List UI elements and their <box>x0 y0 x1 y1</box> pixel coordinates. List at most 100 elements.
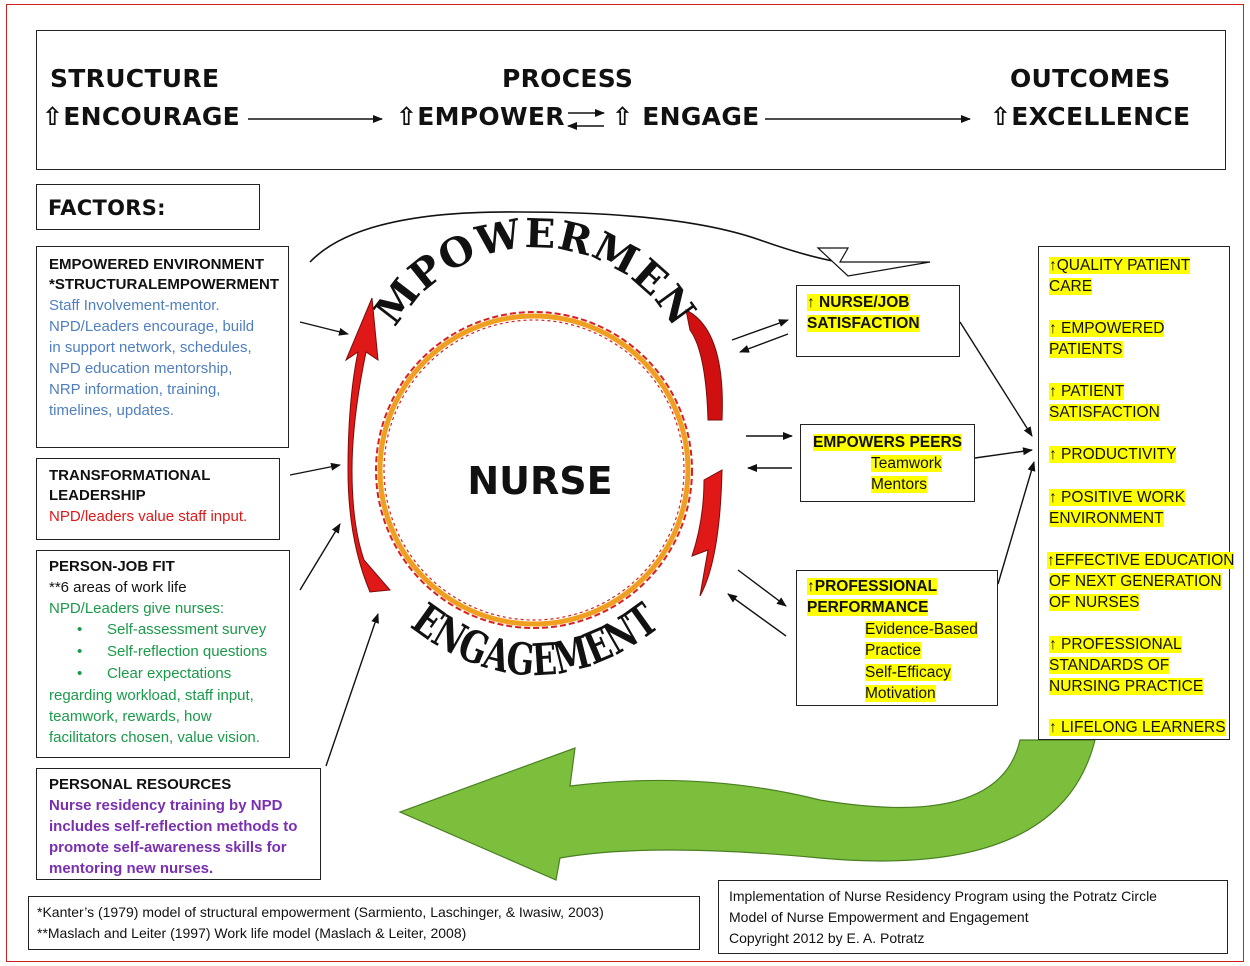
bullet-dot: • <box>77 621 83 638</box>
empowerment-word: EMPOWERMENT <box>0 0 705 335</box>
mid-arrow <box>731 319 789 341</box>
top-loop-arrowhead <box>816 247 931 277</box>
footnotes-box: *Kanter’s (1979) model of structural emp… <box>28 896 700 950</box>
satisfaction-line: ↑ NURSE/JOB <box>807 294 910 311</box>
outcomes-box: ↑QUALITY PATIENT CARE ↑ EMPOWERED PATIEN… <box>1038 246 1235 740</box>
excellence-label: ⇧EXCELLENCE <box>990 102 1191 131</box>
citation-line: Model of Nurse Empowerment and Engagemen… <box>729 909 1029 925</box>
personal-line: promote self-awareness skills for <box>49 839 287 856</box>
engage-label: ⇧ ENGAGE <box>612 102 760 131</box>
personal-line: mentoring new nurses. <box>49 860 214 877</box>
citation-line: Copyright 2012 by E. A. Potratz <box>729 930 925 946</box>
structural-empowerment-label: *STRUCTURALEMPOWERMENT <box>49 276 279 293</box>
empowered-environment-box: EMPOWERED ENVIRONMENT *STRUCTURALEMPOWER… <box>36 246 289 448</box>
footnote: *Kanter’s (1979) model of structural emp… <box>37 904 604 920</box>
red-arrow-left <box>344 297 392 593</box>
outcome-line: ↑ LIFELONG LEARNERS <box>1049 719 1226 736</box>
outcome-line: OF NEXT GENERATION <box>1049 573 1222 590</box>
mid-arrow <box>739 333 789 353</box>
performance-item: Self-Efficacy <box>865 664 951 681</box>
factor-arrow <box>325 613 379 767</box>
footnote: **Maslach and Leiter (1997) Work life mo… <box>37 925 467 941</box>
person-job-intro: NPD/Leaders give nurses: <box>49 600 225 617</box>
empowered-env-line: Staff Involvement-mentor. <box>49 297 220 314</box>
work-life-areas: **6 areas of work life <box>49 579 187 596</box>
empowered-env-title: EMPOWERED ENVIRONMENT <box>49 256 265 273</box>
red-arrow-right <box>685 309 723 421</box>
factor-arrow <box>299 523 341 591</box>
outcome-line: ↑ PRODUCTIVITY <box>1049 446 1177 463</box>
header-box <box>36 30 1226 170</box>
person-job-bullet: Clear expectations <box>107 665 232 682</box>
person-job-bullet: Self-reflection questions <box>107 643 268 660</box>
peers-item: Mentors <box>871 476 927 493</box>
outcome-line: SATISFACTION <box>1049 404 1160 421</box>
outcome-line: ↑ PATIENT <box>1049 383 1125 400</box>
performance-item: Motivation <box>865 685 936 702</box>
person-job-bullet: Self-assessment survey <box>107 621 267 638</box>
outcome-line: ↑ EMPOWERED <box>1049 320 1165 337</box>
performance-item: Evidence-Based <box>865 621 978 638</box>
outcomes-label: OUTCOMES <box>1010 64 1171 93</box>
leadership-title: LEADERSHIP <box>49 487 146 504</box>
empowered-env-line: NPD education mentorship, <box>49 360 233 377</box>
outer-frame <box>6 4 1244 962</box>
factors-title: FACTORS: <box>48 196 166 220</box>
person-job-title: PERSON-JOB FIT <box>49 558 175 575</box>
empowered-env-line: NPD/Leaders encourage, build <box>49 318 255 335</box>
professional-performance-box: ↑PROFESSIONAL PERFORMANCE Evidence-Based… <box>796 570 998 706</box>
outcome-line: NURSING PRACTICE <box>1049 678 1204 695</box>
transformational-line: NPD/leaders value staff input. <box>49 508 248 525</box>
personal-resources-title: PERSONAL RESOURCES <box>49 776 232 793</box>
green-feedback-arrow <box>398 739 1096 881</box>
transformational-leadership-box: TRANSFORMATIONAL LEADERSHIP NPD/leaders … <box>36 458 280 540</box>
outcome-line: ↑ POSITIVE WORK <box>1049 489 1186 506</box>
outcome-arrow <box>959 321 1033 437</box>
factor-arrow <box>299 321 349 336</box>
factor-arrow <box>289 462 341 476</box>
process-label: PROCESS <box>502 64 634 93</box>
factors-title-box <box>36 184 260 230</box>
empowered-env-line: timelines, updates. <box>49 402 175 419</box>
nurse-word: NURSE <box>467 459 612 503</box>
mid-arrow <box>727 593 787 637</box>
outcome-arrow <box>974 447 1033 459</box>
personal-line: includes self-reflection methods to <box>49 818 298 835</box>
mid-arrow <box>737 569 787 607</box>
nurse-circle-inner <box>383 319 685 621</box>
citation-line: Implementation of Nurse Residency Progra… <box>729 888 1157 904</box>
peers-item: Teamwork <box>871 455 942 472</box>
outcome-line: CARE <box>1049 278 1093 295</box>
transformational-title: TRANSFORMATIONAL <box>49 467 211 484</box>
performance-title: ↑PROFESSIONAL <box>807 578 938 595</box>
citation-box: Implementation of Nurse Residency Progra… <box>718 880 1228 954</box>
outcome-line: STANDARDS OF <box>1049 657 1170 674</box>
empowered-env-line: NRP information, training, <box>49 381 221 398</box>
performance-item: Practice <box>865 642 921 659</box>
person-job-line: teamwork, rewards, how <box>49 708 212 725</box>
empowers-peers-title: EMPOWERS PEERS <box>813 434 962 451</box>
person-job-line: regarding workload, staff input, <box>49 687 254 704</box>
outcome-line: ↑QUALITY PATIENT <box>1049 257 1191 274</box>
person-job-fit-box: PERSON-JOB FIT **6 areas of work life NP… <box>36 550 290 758</box>
empower-label: ⇧EMPOWER <box>396 102 565 131</box>
bullet-dot: • <box>77 665 83 682</box>
personal-resources-box: PERSONAL RESOURCES Nurse residency train… <box>36 768 321 880</box>
outcome-line: ↑EFFECTIVE EDUCATION <box>1047 552 1235 569</box>
outcome-line: OF NURSES <box>1049 594 1140 611</box>
outcome-line: ENVIRONMENT <box>1049 510 1164 527</box>
nurse-job-satisfaction-box: ↑ NURSE/JOB SATISFACTION <box>796 285 960 357</box>
empowers-peers-box: EMPOWERS PEERS Teamwork Mentors <box>800 424 975 502</box>
nurse-circle-ring <box>377 313 691 627</box>
outcome-arrow <box>997 461 1036 585</box>
nurse-circle-outer <box>375 311 693 629</box>
structure-label: STRUCTURE <box>50 64 220 93</box>
encourage-label: ⇧ENCOURAGE <box>42 102 241 131</box>
bullet-dot: • <box>77 643 83 660</box>
satisfaction-line: SATISFACTION <box>807 315 920 332</box>
top-loop-arrow <box>309 211 839 263</box>
empowered-env-line: in support network, schedules, <box>49 339 252 356</box>
performance-title: PERFORMANCE <box>807 599 929 616</box>
outcome-line: PATIENTS <box>1049 341 1123 358</box>
